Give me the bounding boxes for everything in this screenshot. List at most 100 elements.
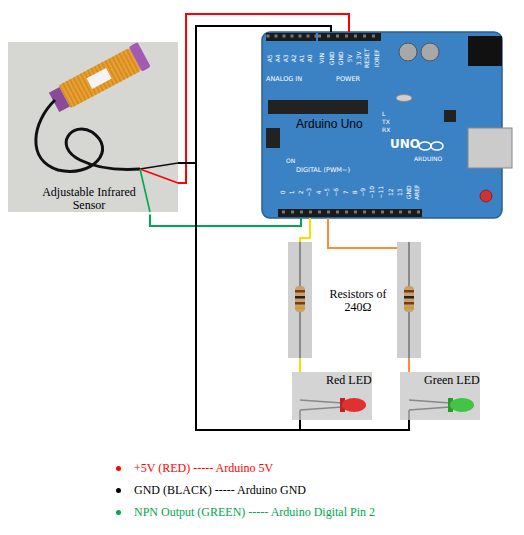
pin-label: 13: [396, 188, 403, 196]
green-led-photo-part: [400, 372, 480, 420]
arduino-board-part: [421, 43, 439, 61]
board-label: RX: [382, 127, 390, 134]
pin-label: 8: [351, 190, 358, 194]
arduino-board-part: [266, 33, 316, 41]
resistor-symbol-part: [404, 307, 414, 309]
arduino-board-part: [468, 36, 502, 66]
arduino-board: [262, 32, 512, 218]
arduino-board-part: [318, 33, 381, 41]
resistor-symbol-part: [288, 242, 312, 358]
pin-label: 2: [297, 190, 304, 194]
resistor-symbol: [288, 242, 312, 358]
red-led-photo-part: [299, 410, 301, 420]
pin-label: ~6: [333, 188, 340, 197]
wire: [178, 14, 349, 183]
arduino-board-part: [396, 95, 412, 102]
green-led-photo-part: [409, 400, 450, 403]
arduino-board-part: [268, 100, 368, 114]
arduino-board-part: [419, 142, 431, 150]
wire: [150, 214, 301, 226]
resistor-symbol-part: [404, 296, 414, 299]
arduino-board-part: [399, 43, 417, 61]
sensor-photo-part-part: [59, 48, 142, 109]
wire: [196, 26, 409, 430]
board-logo: ARDUINO: [414, 156, 442, 163]
board-label: POWER: [336, 76, 360, 83]
pin-label: 1: [288, 190, 295, 194]
green-led-photo-part: [450, 398, 474, 412]
legend-bullet: [116, 510, 121, 515]
pin-label: A2: [291, 54, 298, 62]
resistor-symbol-part: [295, 286, 305, 312]
board-logo: UNO: [390, 138, 420, 151]
resistor-symbol-part: [295, 307, 305, 309]
pin-label: A5: [267, 54, 274, 62]
pin-label: A3: [283, 54, 290, 62]
sensor-photo-part: [140, 169, 150, 212]
green-led-photo: [400, 372, 480, 420]
pin-label: 5V: [346, 54, 353, 62]
sensor-photo-part: [140, 163, 178, 169]
pin-label: A0: [307, 54, 314, 62]
pin-label: IOREF: [373, 49, 380, 67]
arduino-board-part: [480, 190, 492, 202]
node-label: Adjustable Infrared Sensor: [34, 186, 144, 212]
board-label: ON: [286, 158, 295, 165]
node-label: Red LED: [326, 374, 372, 387]
arduino-board-part: [431, 142, 443, 150]
board-label: DIGITAL (PWM~): [296, 167, 350, 174]
arduino-board-part: [278, 209, 422, 217]
arduino-board-part: [278, 209, 422, 217]
board-label: L: [382, 111, 385, 118]
sensor-photo-part-part: [59, 48, 142, 109]
wire: [178, 26, 331, 163]
resistor-symbol-part: [404, 290, 414, 293]
resistor-symbol-part: [295, 302, 305, 305]
sensor-photo-part-part: [87, 68, 112, 89]
pin-label: GND: [337, 51, 344, 65]
pin-label: ~9: [360, 188, 367, 197]
pin-label: 7: [342, 190, 349, 194]
resistor-symbol-part: [295, 296, 305, 299]
pin-label: RESET: [364, 48, 371, 67]
pin-label: 3.3V: [355, 51, 362, 65]
sensor-box: Adjustable Infrared Sensor: [8, 42, 178, 214]
arduino-board-part: [468, 128, 512, 168]
arduino-board-part: [318, 33, 381, 41]
part-label: Resistors of 240Ω: [318, 288, 398, 314]
board-label: TX: [382, 119, 390, 126]
resistor-symbol: [397, 242, 421, 358]
node-label: Green LED: [424, 374, 480, 387]
red-led-photo-part: [300, 407, 342, 410]
arduino-board-part: [444, 110, 456, 122]
green-led-photo-part: [409, 407, 450, 410]
sensor-photo-part: [140, 169, 178, 183]
wire: [196, 26, 331, 430]
green-led-photo-part: [408, 410, 410, 420]
pin-label: VIN: [319, 53, 326, 63]
sensor-photo-part: [48, 42, 151, 115]
legend-text: GND (BLACK) ----- Arduino GND: [134, 483, 306, 497]
pin-label: 4: [315, 190, 322, 194]
pin-label: ~5: [324, 188, 331, 197]
sensor-photo-part: [8, 42, 178, 212]
red-led-photo: [292, 372, 372, 420]
legend-text: NPN Output (GREEN) ----- Arduino Digital…: [134, 505, 375, 519]
resistor-symbol-part: [295, 290, 305, 293]
arduino-board-part: [262, 32, 502, 218]
pin-label: GND: [405, 185, 412, 199]
resistor-symbol-part: [404, 302, 414, 305]
pin-label: ~11: [378, 186, 385, 199]
led-box: Red LED: [292, 372, 376, 420]
pin-label: AREF: [414, 184, 421, 200]
sensor-photo-part: [36, 100, 140, 171]
board-label: ANALOG IN: [266, 76, 302, 83]
pin-label: ~3: [306, 188, 313, 197]
sensor-photo-part-part: [129, 42, 151, 71]
resistor-symbol-part: [404, 286, 414, 312]
sensor-photo: [8, 42, 178, 212]
red-led-photo-part: [300, 400, 342, 403]
